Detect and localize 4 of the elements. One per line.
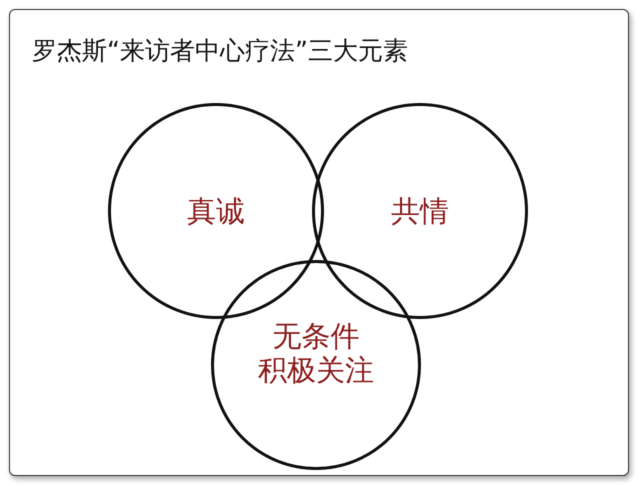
circle-label: 无条件积极关注 (257, 318, 375, 387)
circle-label: 真诚 (186, 194, 246, 228)
title: 罗杰斯“来访者中心疗法”三大元素 (32, 35, 408, 67)
circle-label: 共情 (390, 194, 450, 228)
